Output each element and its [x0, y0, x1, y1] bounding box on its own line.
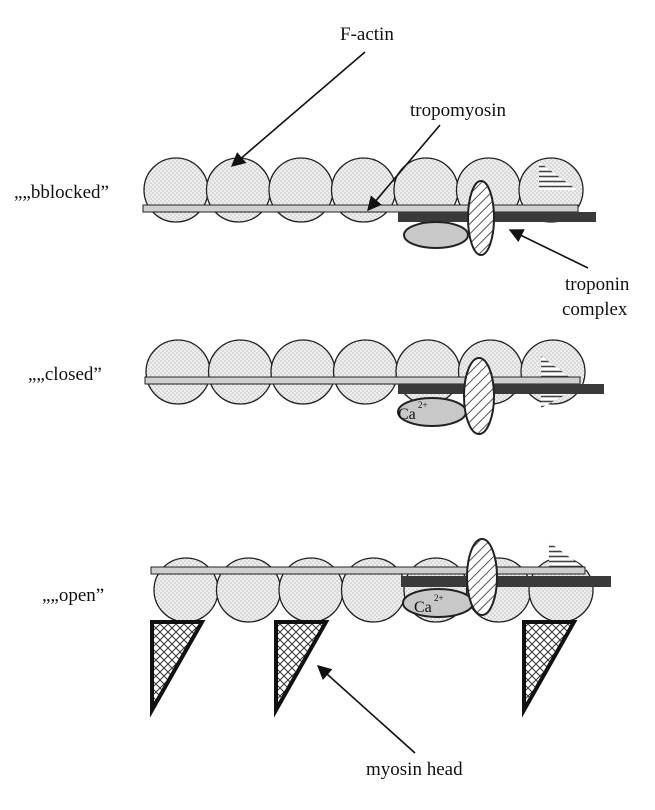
- troponin-c-subunit: [403, 221, 469, 249]
- troponin-i-subunit: [467, 180, 495, 256]
- myosin-head: [522, 620, 578, 718]
- striped-wedge-top: [539, 162, 577, 190]
- actin-monomer: [395, 339, 461, 405]
- myosin-head-label: myosin head: [366, 759, 463, 780]
- troponin-t-bar: [398, 212, 596, 222]
- filament-row-closed: [144, 339, 604, 435]
- striped-wedge-top: [549, 542, 587, 570]
- troponin-t-bar: [398, 384, 604, 394]
- troponin-label: troponin: [565, 274, 630, 295]
- calcium-label-closed: Ca 2+: [398, 400, 428, 423]
- tropomyosin-arrow: [367, 124, 441, 212]
- f-actin-arrow: [230, 51, 366, 167]
- actin-monomer: [332, 339, 399, 405]
- calcium-symbol-open: Ca: [414, 599, 432, 616]
- myosin-heads: [150, 620, 578, 718]
- striped-wedge-bottom: [541, 392, 571, 408]
- state-label-open: „„open”: [42, 585, 104, 606]
- calcium-charge-open: 2+: [434, 593, 444, 603]
- actin-monomer: [207, 339, 274, 405]
- filament-row-open: [150, 538, 611, 623]
- tropomyosin-strand: [142, 204, 579, 213]
- actin-monomer: [270, 339, 336, 405]
- troponin-i-subunit: [466, 538, 498, 616]
- tropomyosin-label: tropomyosin: [410, 100, 507, 121]
- complex-label: complex: [562, 299, 628, 320]
- troponin-i-subunit: [463, 357, 495, 435]
- myosin-head-arrow: [316, 665, 416, 754]
- tropomyosin-strand: [150, 566, 586, 575]
- calcium-label-open: Ca 2+: [414, 593, 444, 616]
- myosin-head: [274, 620, 330, 718]
- tropomyosin-strand: [144, 376, 581, 385]
- f-actin-label: F-actin: [340, 24, 394, 45]
- calcium-symbol-closed: Ca: [398, 406, 416, 423]
- troponin-t-bar: [401, 576, 611, 587]
- myosin-head: [150, 620, 206, 718]
- calcium-charge-closed: 2+: [418, 400, 428, 410]
- filament-row-blocked: [142, 157, 596, 256]
- troponin-arrow: [508, 229, 589, 269]
- actin-monomer: [145, 339, 211, 405]
- state-label-blocked: „„bblocked”: [14, 182, 109, 203]
- state-label-closed: „„closed”: [28, 364, 102, 385]
